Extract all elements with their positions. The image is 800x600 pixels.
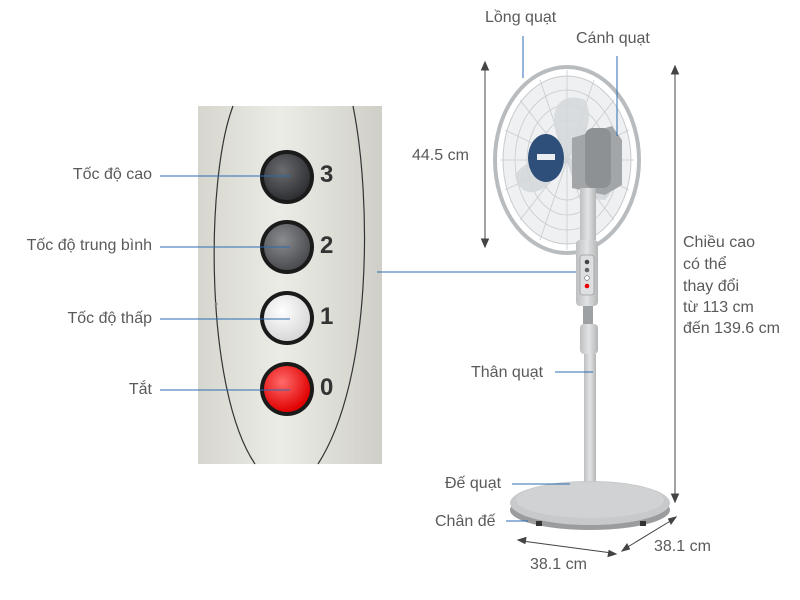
speed-2-number: 2 (320, 232, 334, 259)
off-number: 0 (320, 374, 334, 401)
height-label-line-1: Chiều cao (683, 234, 756, 251)
cage-label: Lồng quạt (485, 9, 557, 26)
speed-low-label: Tốc độ thấp (67, 310, 153, 327)
speed-3-number: 3 (320, 161, 334, 188)
height-label-line-3: thay đổi (683, 278, 740, 295)
height-label-line-4: từ 113 cm (683, 299, 754, 316)
speed-medium-label: Tốc độ trung bình (26, 237, 152, 254)
off-button (260, 362, 314, 416)
base-label: Đế quạt (445, 475, 502, 492)
body-label: Thân quạt (471, 364, 544, 381)
part-leader-lines (506, 36, 618, 522)
standing-fan (493, 65, 670, 530)
blade-label: Cánh quạt (576, 30, 650, 47)
base-depth-label: 38.1 cm (530, 556, 587, 573)
off-label: Tắt (128, 381, 152, 398)
head-size-label: 44.5 cm (412, 147, 469, 164)
feet-label: Chân đế (435, 513, 496, 530)
dimension-lines (480, 60, 680, 558)
base-width-label: 38.1 cm (654, 538, 711, 555)
height-label-line-5: đến 139.6 cm (683, 320, 780, 337)
speed-3-button (260, 150, 314, 204)
height-label-line-2: có thể (683, 256, 727, 273)
speed-1-number: 1 (320, 303, 334, 330)
speed-high-label: Tốc độ cao (72, 166, 152, 183)
speed-1-button (260, 291, 314, 345)
button-leader-lines (160, 175, 586, 391)
